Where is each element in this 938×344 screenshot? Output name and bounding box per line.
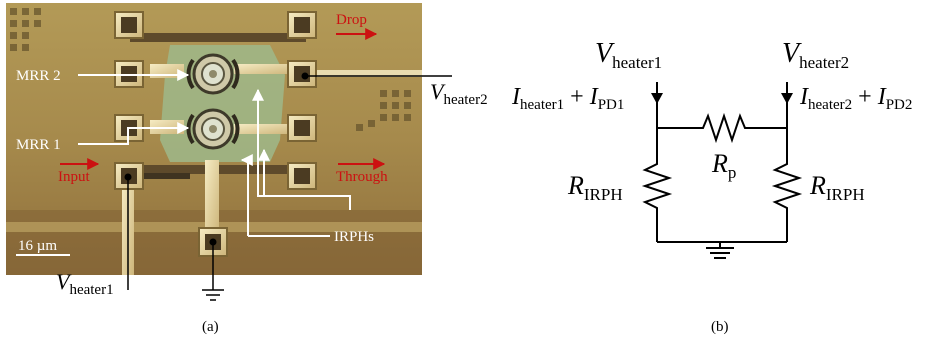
- irphs-label: IRPHs: [334, 229, 374, 245]
- circuit: [641, 82, 803, 259]
- current-arrows: [651, 93, 793, 104]
- micrograph: 16 µm Drop Input Through MRR 2 MRR 1 IRP…: [6, 3, 452, 301]
- i-right-label: Iheater2 + IPD2: [799, 84, 912, 113]
- input-label: Input: [58, 169, 90, 185]
- caption-b: (b): [711, 319, 729, 335]
- v-heater2-label-a: Vheater2: [430, 79, 488, 108]
- rp-label: Rp: [711, 149, 736, 182]
- r-irph-right-label: RIRPH: [809, 171, 865, 204]
- ground-symbol-a: [202, 289, 224, 301]
- through-label: Through: [336, 169, 388, 185]
- v-heater1-label-b: Vheater1: [595, 38, 662, 72]
- mrr2-label: MRR 2: [16, 68, 61, 84]
- mrr1-label: MRR 1: [16, 137, 61, 153]
- v-heater2-label-b: Vheater2: [782, 38, 849, 72]
- v-heater1-label-a: Vheater1: [56, 269, 114, 298]
- resistor-irph-right: [771, 100, 803, 242]
- i-left-label: Iheater1 + IPD1: [511, 84, 624, 113]
- resistor-rp: [657, 112, 787, 144]
- mrr2-ring: [186, 53, 240, 95]
- drop-label: Drop: [336, 12, 367, 28]
- r-irph-left-label: RIRPH: [567, 171, 623, 204]
- caption-a: (a): [202, 319, 219, 335]
- mrr1-ring: [186, 108, 240, 150]
- resistor-irph-left: [641, 100, 673, 242]
- scalebar-label: 16 µm: [18, 238, 57, 254]
